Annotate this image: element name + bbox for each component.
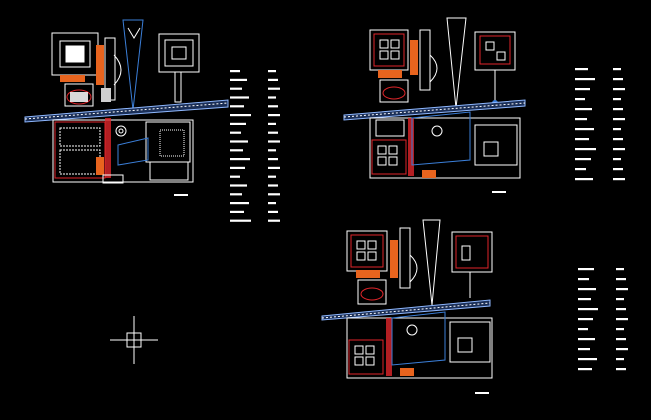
legend-row-label [575, 68, 588, 71]
legend-row-label [578, 358, 597, 361]
legend-row-value [268, 114, 280, 117]
legend-row-value [268, 166, 280, 169]
legend-row-value [268, 175, 276, 178]
legend-row-label [575, 98, 585, 101]
legend-row-label [230, 210, 244, 213]
legend-row-value [613, 108, 623, 111]
legend-row-label [230, 70, 240, 73]
legend-row-value [613, 98, 621, 101]
legend-row-label [578, 338, 595, 341]
legend-row-value [616, 288, 628, 291]
legend-row-label [230, 131, 241, 134]
legend-row-value [268, 158, 278, 161]
legend-row-value [268, 122, 276, 125]
legend-row-label [575, 158, 591, 161]
legend-row-value [268, 78, 278, 81]
legend-row-value [268, 140, 280, 143]
legend-row-label [578, 318, 593, 321]
plan2-lower-block [369, 117, 521, 179]
legend-row-value [268, 96, 276, 99]
plan3-ramp [422, 219, 441, 306]
legend-row-label [230, 149, 243, 152]
legend-row-value [268, 149, 276, 152]
legend-row-label [575, 108, 592, 111]
legend-row-label [578, 278, 589, 281]
legend-table-2 [575, 68, 625, 181]
legend-row-label [230, 158, 250, 161]
legend-row-label [230, 78, 247, 81]
legend-row-value [268, 131, 278, 134]
floor-plan-2[interactable] [343, 17, 526, 193]
legend-row-label [230, 140, 248, 143]
legend-row-label [575, 168, 586, 171]
legend-row-value [268, 184, 278, 187]
legend-row-label [578, 368, 592, 371]
legend-row-value [616, 298, 624, 301]
legend-row-label [230, 96, 249, 99]
legend-row-value [613, 158, 621, 161]
legend-row-value [268, 193, 280, 196]
legend-row-value [616, 348, 628, 351]
legend-row-value [613, 148, 625, 151]
legend-row-value [616, 308, 626, 311]
legend-row-label [578, 308, 598, 311]
legend-row-value [616, 318, 628, 321]
legend-row-value [268, 219, 280, 222]
crosshair-icon [110, 316, 158, 364]
legend-row-value [616, 328, 624, 331]
legend-tables [230, 68, 628, 371]
legend-table-3 [578, 268, 628, 371]
legend-row-value [613, 118, 625, 121]
legend-row-value [613, 68, 621, 71]
legend-row-value [268, 70, 276, 73]
legend-row-label [575, 138, 589, 141]
legend-row-label [575, 148, 596, 151]
plan2-ramp [446, 17, 467, 109]
legend-row-label [578, 268, 594, 271]
legend-row-label [578, 288, 596, 291]
legend-row-label [230, 175, 240, 178]
legend-row-label [230, 193, 242, 196]
legend-row-label [230, 122, 246, 125]
legend-row-label [230, 114, 251, 117]
legend-row-label [230, 105, 244, 108]
legend-row-label [575, 178, 593, 181]
legend-table-1 [230, 70, 280, 222]
legend-row-value [268, 87, 280, 90]
plan3-room-b [451, 231, 493, 273]
legend-row-value [268, 202, 276, 205]
legend-row-label [578, 298, 591, 301]
legend-row-label [578, 348, 590, 351]
legend-row-label [230, 166, 245, 169]
legend-row-label [230, 87, 242, 90]
legend-row-value [613, 128, 621, 131]
legend-row-label [230, 219, 251, 222]
floor-plan-3[interactable] [321, 219, 493, 394]
legend-row-value [616, 358, 624, 361]
legend-row-value [613, 138, 623, 141]
legend-row-value [268, 105, 278, 108]
floor-plan-1[interactable] [24, 19, 229, 196]
legend-row-value [268, 210, 278, 213]
legend-row-value [613, 78, 623, 81]
legend-row-label [575, 128, 594, 131]
legend-row-value [613, 88, 625, 91]
legend-row-label [575, 118, 587, 121]
legend-row-value [616, 338, 626, 341]
legend-row-value [616, 368, 626, 371]
plan2-corridor [343, 99, 526, 121]
legend-row-value [613, 178, 625, 181]
plan3-lower-block [346, 317, 493, 379]
legend-row-label [230, 202, 249, 205]
legend-row-value [613, 168, 623, 171]
legend-row-label [230, 184, 247, 187]
legend-row-value [616, 278, 626, 281]
legend-row-label [575, 88, 590, 91]
legend-row-label [575, 78, 595, 81]
plan1-ramp [122, 19, 144, 111]
legend-row-value [616, 268, 624, 271]
legend-row-label [578, 328, 588, 331]
